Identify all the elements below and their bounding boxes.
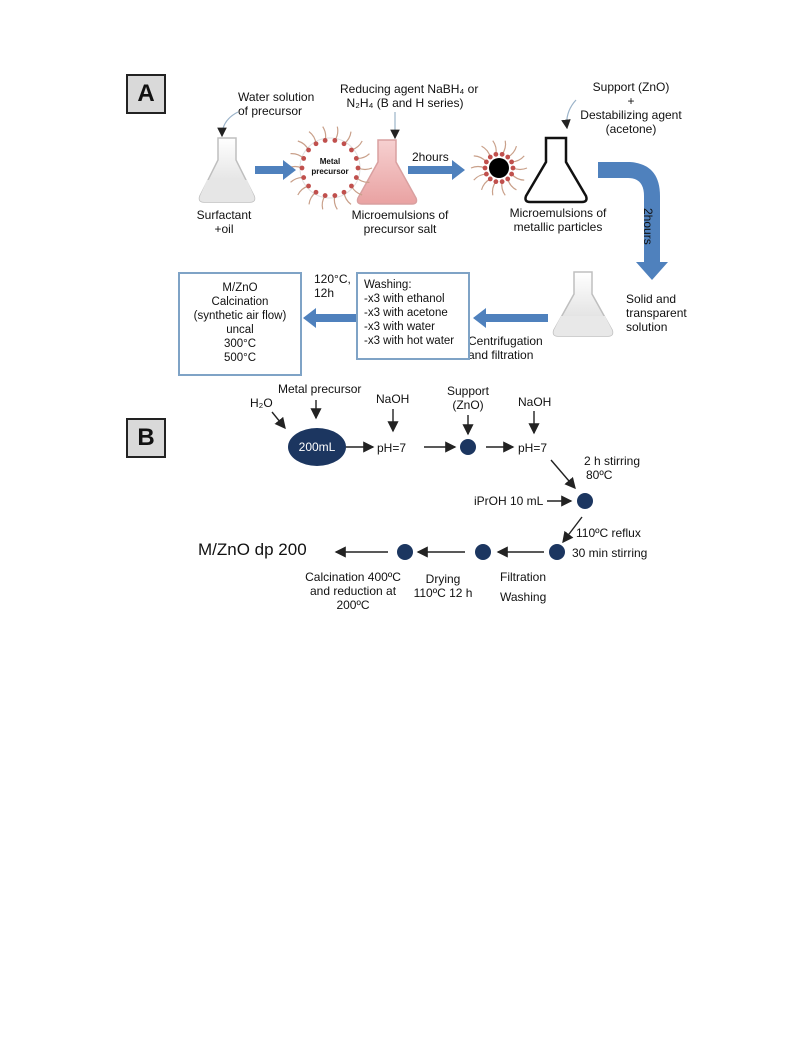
micelle-metallic-particle [489, 158, 509, 178]
water-solution-label: Water solution of precursor [238, 90, 315, 118]
naoh-label-1: NaOH [376, 392, 410, 406]
h2o-label: H₂O [250, 396, 273, 410]
block-arrow-1 [255, 160, 296, 180]
surfactant-head [483, 159, 489, 165]
surfactant-head [313, 141, 319, 147]
panel-label-b: B [126, 418, 166, 458]
microemulsions-precursor-label: Microemulsions of precursor salt [351, 208, 449, 236]
surfactant-head [353, 156, 359, 161]
node-support [460, 439, 476, 455]
surfactant-head [306, 183, 311, 189]
surfactant-label: Surfactant +oil [196, 208, 252, 236]
flask-surfactant [198, 137, 256, 203]
drying-label: Drying 110ºC 12 h [413, 572, 473, 600]
naoh-label-2: NaOH [518, 395, 552, 409]
surfactant-spikes-precursor [287, 126, 373, 210]
arrow-ph2-down [550, 459, 576, 490]
node-filtration [475, 544, 491, 560]
node-reflux [549, 544, 565, 560]
surfactant-head [487, 176, 493, 182]
block-arrow-4 [303, 308, 358, 328]
arrow-reflux [562, 516, 583, 544]
arrow-h2o [271, 411, 286, 430]
two-hours-label-1: 2hours [412, 150, 449, 164]
surfactant-head [299, 165, 305, 171]
support-label: Support (ZnO) [446, 384, 490, 412]
surfactant-head [322, 138, 328, 143]
stirring-30-label: 30 min stirring [572, 546, 648, 560]
surfactant-head [505, 176, 511, 182]
surfactant-head [493, 151, 499, 157]
calcination-label: Calcination 400ºC and reduction at 200ºC [305, 570, 401, 612]
support-agent-label: Support (ZnO) + Destabilizing agent (ace… [580, 80, 682, 136]
two-hours-label-2: 2hours [641, 208, 655, 245]
surfactant-head [487, 154, 493, 160]
surfactant-head [341, 189, 347, 195]
surfactant-head [349, 147, 354, 153]
surfactant-head [322, 193, 328, 198]
reducing-agent-label: Reducing agent NaBH₄ or N₂H₄ (B and H se… [340, 82, 479, 110]
final-calcination-box: M/ZnO Calcination (synthetic air flow) u… [178, 272, 302, 376]
surfactant-head [301, 156, 307, 161]
surfactant-head [306, 147, 311, 153]
surfactant-spikes-metallic [470, 140, 528, 196]
flask-precursor-salt [356, 139, 418, 205]
iproh-label: iPrOH 10 mL [474, 494, 544, 508]
surfactant-head [332, 138, 338, 143]
metal-precursor-label: Metal precursor [278, 382, 362, 396]
surfactant-head [510, 165, 516, 171]
centrifugation-label: Centrifugation and filtration [468, 334, 543, 362]
surfactant-head [509, 171, 515, 177]
surfactant-head [483, 171, 489, 177]
reflux-label: 110ºC reflux [576, 526, 641, 540]
surfactant-head [505, 154, 511, 160]
pointer-water [217, 111, 239, 138]
panel-label-a: A [126, 74, 166, 114]
solid-transparent-label: Solid and transparent solution [626, 292, 687, 334]
surfactant-head [509, 159, 515, 165]
block-arrow-3 [473, 308, 548, 328]
microemulsions-metallic-label: Microemulsions of metallic particles [509, 206, 607, 234]
volume-label: 200mL [298, 440, 336, 454]
metal-precursor-inner-label: Metal precursor [311, 157, 349, 176]
pointer-support [561, 99, 577, 130]
surfactant-head [332, 193, 338, 198]
surfactant-head [301, 175, 307, 180]
node-iproh [577, 493, 593, 509]
washing-box: Washing: -x3 with ethanol -x3 with aceto… [356, 272, 470, 360]
block-arrow-2 [408, 160, 465, 180]
surfactant-head [493, 179, 499, 185]
surfactant-head [353, 175, 359, 180]
surfactant-head [313, 189, 319, 195]
filtration-label: Filtration Washing [500, 570, 547, 604]
flask-solid-transparent [552, 271, 614, 337]
node-200ml [288, 428, 346, 466]
surfactant-head [355, 165, 361, 171]
ph-label-2: pH=7 [518, 441, 548, 455]
temp-time-label: 120°C, 12h [314, 272, 351, 300]
block-arrow-curve [598, 162, 668, 280]
ph-label-1: pH=7 [377, 441, 407, 455]
surfactant-head [482, 165, 488, 171]
surfactant-head [341, 141, 347, 147]
flask-metallic-particles [524, 136, 588, 204]
final-product-label: M/ZnO dp 200 [198, 540, 307, 559]
surfactant-head [349, 183, 354, 189]
surfactant-head [499, 151, 505, 157]
stirring-label: 2 h stirring 80ºC [584, 454, 641, 482]
surfactant-head [499, 179, 505, 185]
node-drying [397, 544, 413, 560]
